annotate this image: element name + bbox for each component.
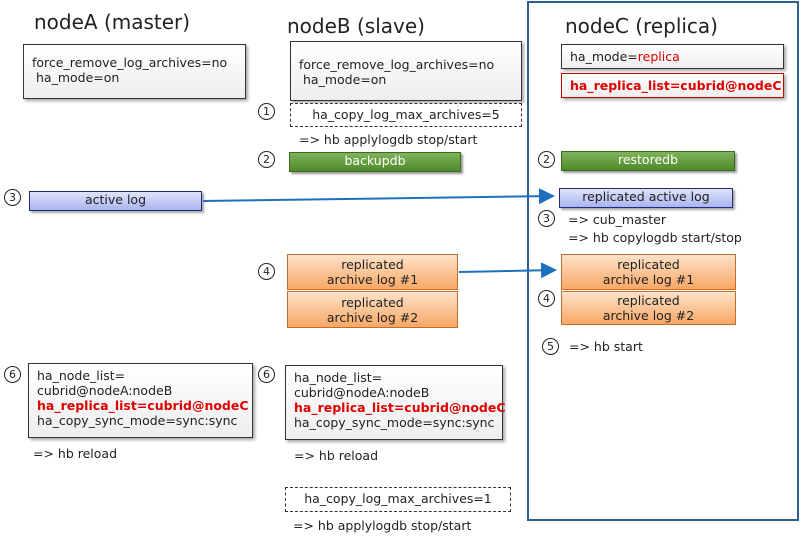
nodeb-title: nodeB (slave) bbox=[287, 14, 425, 38]
nodea-reload-note: => hb reload bbox=[33, 446, 118, 461]
nodec-ha-mode-value: replica bbox=[637, 49, 680, 64]
nodeb-applylogdb-note-1: => hb applylogdb stop/start bbox=[299, 132, 478, 147]
nodeb-step6-replica: ha_replica_list=cubrid@nodeC bbox=[294, 400, 506, 415]
step-5-marker: 5 bbox=[542, 338, 559, 355]
step-3-marker-nodea: 3 bbox=[4, 189, 21, 206]
nodec-replicated-active-log: replicated active log bbox=[559, 188, 733, 208]
nodeb-reload-note: => hb reload bbox=[294, 448, 379, 463]
nodeb-step6-sync: ha_copy_sync_mode=sync:sync bbox=[294, 415, 495, 430]
step-3-marker-nodec: 3 bbox=[538, 210, 555, 227]
nodea-active-log: active log bbox=[29, 191, 202, 211]
nodea-step6-sync: ha_copy_sync_mode=sync:sync bbox=[37, 413, 238, 428]
step-4-marker-nodeb: 4 bbox=[258, 263, 275, 280]
nodec-title: nodeC (replica) bbox=[565, 14, 718, 38]
backupdb-box: backupdb bbox=[289, 152, 461, 172]
nodeb-max-archives-1: ha_copy_log_max_archives=1 bbox=[285, 487, 511, 512]
restoredb-box: restoredb bbox=[561, 151, 735, 171]
nodeb-config-box: force_remove_log_archives=no ha_mode=on bbox=[290, 41, 522, 101]
nodeb-step6-line-1: ha_node_list= bbox=[294, 370, 383, 385]
nodeb-applylogdb-note-2: => hb applylogdb stop/start bbox=[293, 518, 472, 533]
nodea-title: nodeA (master) bbox=[34, 10, 191, 34]
step-6-marker-nodea: 6 bbox=[4, 366, 21, 383]
active-log-arrow bbox=[202, 188, 555, 205]
nodeb-step6-line-2: cubrid@nodeA:nodeB bbox=[294, 385, 430, 400]
step-4-marker-nodec: 4 bbox=[538, 290, 555, 307]
nodea-step6-replica: ha_replica_list=cubrid@nodeC bbox=[37, 398, 249, 413]
nodec-ha-mode-key: ha_mode= bbox=[570, 49, 638, 64]
nodeb-config-line-1: force_remove_log_archives=no bbox=[299, 57, 495, 72]
nodec-archive-log-1: replicated archive log #1 bbox=[561, 254, 736, 290]
nodec-replica-list-box: ha_replica_list=cubrid@nodeC bbox=[561, 73, 784, 98]
nodec-copylogdb-note: => hb copylogdb start/stop bbox=[568, 230, 742, 245]
nodec-frame bbox=[527, 1, 799, 521]
nodeb-step6-box: ha_node_list= cubrid@nodeA:nodeB ha_repl… bbox=[285, 365, 506, 440]
nodea-step6-line-1: ha_node_list= bbox=[37, 368, 126, 383]
nodec-archive-log-2: replicated archive log #2 bbox=[561, 291, 736, 325]
step-1-marker: 1 bbox=[258, 103, 275, 120]
step-2-marker-nodeb: 2 bbox=[258, 151, 275, 168]
step-2-marker-nodec: 2 bbox=[538, 151, 555, 168]
nodec-archive-1-line-1: replicated bbox=[617, 257, 680, 272]
nodeb-max-archives-5: ha_copy_log_max_archives=5 bbox=[290, 103, 522, 127]
nodec-archive-2-line-2: archive log #2 bbox=[602, 308, 695, 323]
nodec-replica-list: ha_replica_list=cubrid@nodeC bbox=[570, 78, 782, 93]
nodec-hb-start-note: => hb start bbox=[569, 339, 643, 354]
nodeb-archive-2-line-2: archive log #2 bbox=[326, 309, 419, 325]
nodeb-archive-1-line-2: archive log #1 bbox=[326, 272, 419, 287]
nodeb-archive-2-line-1: replicated bbox=[341, 294, 404, 310]
nodeb-archive-1-line-1: replicated bbox=[341, 257, 404, 272]
nodec-cub-master-note: => cub_master bbox=[568, 212, 666, 227]
step-6-marker-nodeb: 6 bbox=[258, 366, 275, 383]
nodec-archive-1-line-2: archive log #1 bbox=[602, 272, 695, 287]
nodeb-archive-log-2: replicated archive log #2 bbox=[287, 291, 458, 328]
nodea-step6-box: ha_node_list= cubrid@nodeA:nodeB ha_repl… bbox=[28, 363, 253, 438]
nodec-archive-2-line-1: replicated bbox=[617, 293, 680, 308]
nodea-config-box: force_remove_log_archives=no ha_mode=on bbox=[23, 44, 246, 99]
nodea-config-line-1: force_remove_log_archives=no bbox=[32, 55, 228, 70]
nodeb-config-line-2: ha_mode=on bbox=[303, 72, 387, 87]
nodec-ha-mode-box: ha_mode=replica bbox=[561, 44, 784, 69]
nodea-config-line-2: ha_mode=on bbox=[36, 70, 120, 85]
nodeb-archive-log-1: replicated archive log #1 bbox=[287, 254, 458, 290]
nodea-step6-line-2: cubrid@nodeA:nodeB bbox=[37, 383, 173, 398]
